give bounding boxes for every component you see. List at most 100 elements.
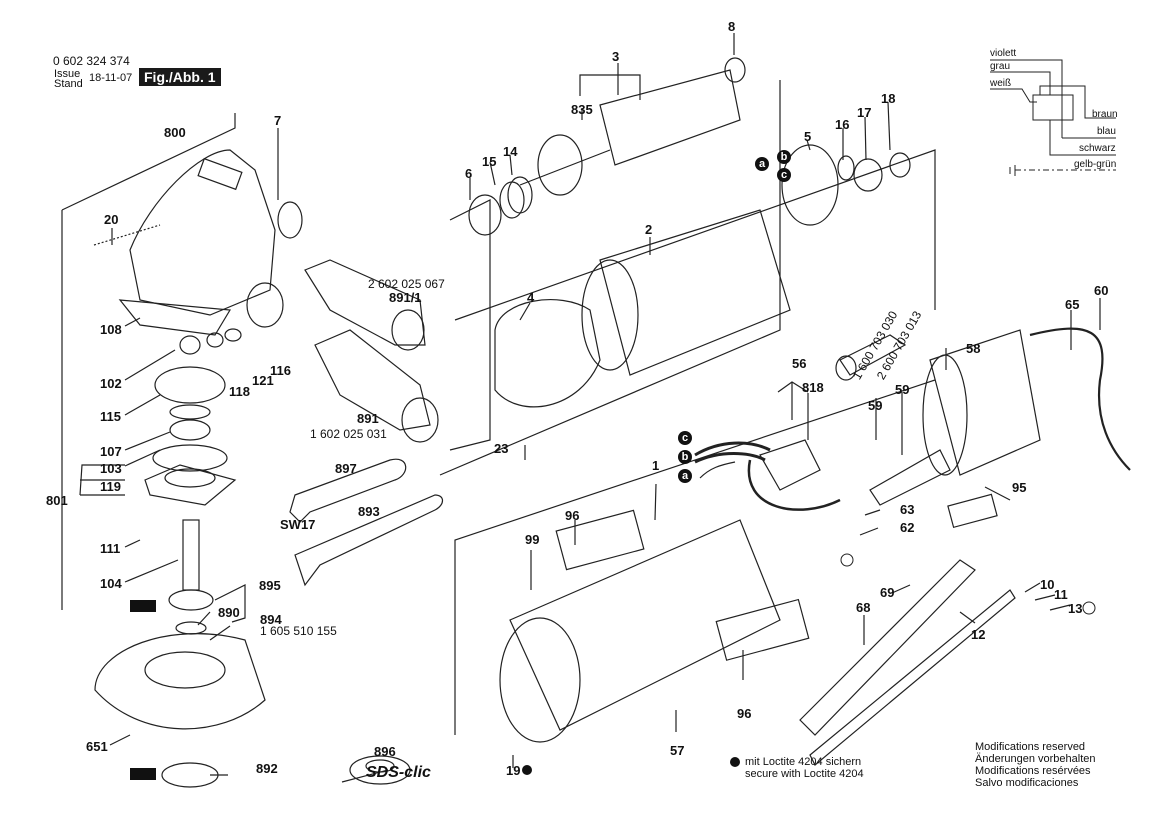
part-label[interactable]: 16 [835, 117, 850, 132]
part-label[interactable]: 801 [46, 493, 68, 508]
frame-armature [439, 80, 781, 476]
label-96-top [555, 509, 645, 571]
part-label[interactable]: 95 [1012, 480, 1027, 495]
part-label[interactable]: 894 [260, 612, 282, 627]
part-label: SW17 [280, 517, 316, 532]
part-label[interactable]: 69 [880, 585, 895, 600]
modifications-line: Änderungen vorbehalten [975, 753, 1096, 765]
part-label[interactable]: 107 [100, 444, 122, 459]
part-label[interactable]: 68 [856, 600, 871, 615]
part-label[interactable]: 60 [1094, 283, 1109, 298]
wire-grau: grau [990, 61, 1011, 72]
part-label[interactable]: 893 [358, 504, 380, 519]
part-label[interactable]: 111 [100, 541, 121, 556]
motor-housing-1 [509, 519, 781, 731]
label-95 [947, 493, 998, 529]
part-label[interactable]: 102 [100, 376, 122, 391]
modifications-line: Salvo modificaciones [975, 777, 1079, 789]
part-label[interactable]: 63 [900, 502, 915, 517]
part-label[interactable]: 891/1 [389, 290, 422, 305]
nut-896 [349, 755, 411, 785]
wire-violett: violett [990, 48, 1017, 59]
sds-clic-logo: SDS-clic [366, 764, 431, 781]
part-label[interactable]: 10 [1040, 577, 1055, 592]
part-code: 2 602 025 067 [368, 277, 445, 291]
part-label[interactable]: 12 [971, 627, 986, 642]
wire-schwarz: schwarz [1079, 143, 1116, 154]
wire-marker-a: a [678, 469, 692, 483]
part-label[interactable]: 7 [274, 113, 282, 128]
bevel-gear-115 [154, 366, 226, 404]
gear-housing [129, 149, 276, 316]
frame-housing [454, 379, 936, 735]
part-label[interactable]: 2 [645, 222, 653, 237]
part-label[interactable]: 96 [565, 508, 580, 523]
part-label[interactable]: 59 [895, 382, 910, 397]
alignment-mark [130, 600, 156, 612]
part-label[interactable]: 104 [100, 576, 122, 591]
part-label[interactable]: 17 [857, 105, 872, 120]
part-label[interactable]: 65 [1065, 297, 1080, 312]
wiring-diagram-lines [990, 59, 1116, 176]
wire-marker-a: a [755, 157, 769, 171]
o-ring-7 [277, 201, 303, 239]
group-bracket-800 [61, 113, 236, 211]
part-label[interactable]: 115 [100, 409, 121, 424]
wrench-897 [289, 458, 407, 523]
part-label[interactable]: 890 [218, 605, 240, 620]
part-label[interactable]: 59 [868, 398, 883, 413]
part-label[interactable]: 651 [86, 739, 108, 754]
ground-icon [840, 553, 854, 567]
part-label[interactable]: 800 [164, 125, 186, 140]
part-label[interactable]: 892 [256, 761, 278, 776]
part-label[interactable]: 19 [506, 763, 521, 778]
wire-braun: braun [1092, 109, 1118, 120]
part-label[interactable]: 18 [881, 91, 896, 106]
power-cord-60 [1029, 327, 1131, 471]
label-96-bottom [715, 598, 810, 661]
flange-892 [161, 762, 219, 788]
handle-891 [314, 329, 431, 431]
part-label[interactable]: 103 [100, 461, 122, 476]
frame-field [454, 149, 936, 321]
wire-marker-c: c [678, 431, 692, 445]
part-label[interactable]: 896 [374, 744, 396, 759]
part-label[interactable]: 897 [335, 461, 357, 476]
part-label[interactable]: 5 [804, 129, 812, 144]
part-label[interactable]: 62 [900, 520, 915, 535]
part-label[interactable]: 57 [670, 743, 685, 758]
wire-marker-b: b [777, 150, 791, 164]
loctite-note-en: secure with Loctite 4204 [745, 768, 864, 780]
wire-weiss: weiß [990, 78, 1012, 89]
part-label[interactable]: 13 [1068, 601, 1083, 616]
part-label[interactable]: 15 [482, 154, 497, 169]
part-label[interactable]: 108 [100, 322, 122, 337]
part-label[interactable]: 891 [357, 411, 379, 426]
gasket-5 [781, 144, 839, 226]
handle-891-1 [304, 259, 426, 346]
stand-label: Stand [54, 78, 83, 90]
bevel-gear-116 [246, 282, 284, 328]
part-label[interactable]: 8 [728, 19, 736, 34]
part-label[interactable]: 6 [465, 166, 473, 181]
part-label[interactable]: 58 [966, 341, 981, 356]
wrench-893 [294, 494, 444, 587]
part-label[interactable]: 3 [612, 49, 620, 64]
part-label[interactable]: 14 [503, 144, 518, 159]
part-label[interactable]: 4 [527, 290, 535, 305]
part-label[interactable]: 895 [259, 578, 281, 593]
part-label[interactable]: 116 [270, 363, 291, 378]
part-label[interactable]: 56 [792, 356, 807, 371]
part-label[interactable]: 835 [571, 102, 593, 117]
part-label[interactable]: 11 [1054, 587, 1068, 602]
part-label[interactable]: 118 [229, 384, 250, 399]
wire-marker-b: b [678, 450, 692, 464]
part-label[interactable]: 20 [104, 212, 119, 227]
part-label[interactable]: 818 [802, 380, 824, 395]
part-label[interactable]: 119 [100, 479, 121, 494]
part-label[interactable]: 23 [494, 441, 509, 456]
part-label[interactable]: 96 [737, 706, 752, 721]
part-label[interactable]: 121 [252, 373, 274, 388]
part-label[interactable]: 1 [652, 458, 660, 473]
part-label[interactable]: 99 [525, 532, 540, 547]
